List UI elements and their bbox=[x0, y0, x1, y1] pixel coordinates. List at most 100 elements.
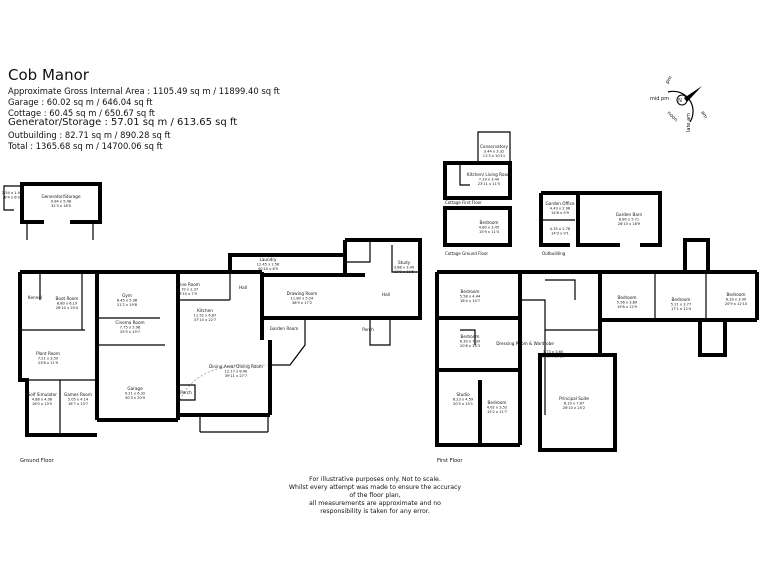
room-imperial: 25'5 x 19'7 bbox=[120, 330, 140, 334]
room-imperial: 20'9 x 12'10 bbox=[725, 302, 748, 306]
room-imperial: 12'9 x 11'5 bbox=[394, 270, 414, 274]
outbuilding-walls bbox=[539, 191, 662, 247]
room-imperial: 16'7 x 13'7 bbox=[68, 402, 88, 406]
room-name: Hall bbox=[382, 292, 390, 297]
room-metric: 6.45 x 5.98 bbox=[117, 299, 138, 303]
room-metric: 9.84 x 5.48 bbox=[51, 200, 72, 204]
disclaimer-line: Whilst every attempt was made to ensure … bbox=[288, 484, 462, 499]
room-imperial: 20'8 x 24'3 bbox=[460, 344, 480, 348]
generator-storage-walls bbox=[3, 182, 102, 240]
room-imperial: 20'5 x 15'1 bbox=[453, 402, 473, 406]
room-metric: 2.70 x 2.37 bbox=[178, 288, 198, 292]
room-name: Study bbox=[398, 260, 411, 265]
room-imperial: 38'9 x 17'2 bbox=[292, 301, 312, 305]
room-imperial: 11'3 x 10'11 bbox=[483, 154, 505, 158]
outbuilding-label: Outbuilding bbox=[542, 251, 566, 256]
disclaimer-line: all measurements are approximate and no bbox=[309, 500, 441, 507]
room-name: Boot Room bbox=[56, 296, 79, 301]
property-title: Cob Manor bbox=[8, 66, 89, 84]
room-imperial: 8'10 x 7'9 bbox=[179, 292, 198, 296]
room-imperial: 21'2 x 19'8 bbox=[117, 303, 138, 307]
room-metric: 7.21 x 3.59 bbox=[38, 357, 59, 361]
room-name: Porch bbox=[362, 327, 374, 332]
room-imperial: 28'10 x 20'4 bbox=[56, 306, 79, 310]
room-name: Hall bbox=[239, 285, 247, 290]
room-metric: 5.05 x 4.14 bbox=[68, 398, 89, 402]
room-metric: 12.17 x 8.40 bbox=[225, 370, 248, 374]
area-generator-storage: Generator/Storage : 57.01 sq m / 613.65 … bbox=[8, 117, 238, 128]
room-metric: 4.80 x 3.45 bbox=[479, 226, 499, 230]
compass: N pm mid pm noon late am am bbox=[650, 75, 708, 132]
room-imperial: 19'6 x 12'9 bbox=[617, 305, 638, 309]
room-name: Porch bbox=[180, 390, 192, 395]
room-name: Bedroom bbox=[461, 289, 480, 294]
room-metric: 6.30 x 7.39 bbox=[460, 340, 481, 344]
first-floor-label: First Floor bbox=[437, 458, 463, 464]
room-metric: 7.29 x 3.49 bbox=[479, 178, 500, 182]
room-metric: 6.33 x 3.90 bbox=[726, 298, 747, 302]
room-name: Bedroom bbox=[672, 297, 691, 302]
room-name: Garden Room bbox=[270, 326, 299, 331]
area-outbuilding: Outbuilding : 82.71 sq m / 890.28 sq ft bbox=[8, 130, 171, 140]
compass-pm: pm bbox=[665, 75, 674, 85]
disclaimer: For illustrative purposes only. Not to s… bbox=[285, 476, 465, 516]
room-imperial: 23'8 x 11'9 bbox=[38, 361, 59, 365]
room-name: Bedroom bbox=[480, 220, 499, 225]
room-metric: 3.44 x 3.32 bbox=[484, 150, 504, 154]
room-imperial: 14'6 x 9'9 bbox=[551, 211, 570, 215]
compass-noon: noon bbox=[666, 110, 679, 123]
room-metric: 4.62 x 3.52 bbox=[487, 406, 507, 410]
room-metric: 4.35 x 2.78 bbox=[550, 227, 571, 231]
compass-late-am: late am bbox=[686, 113, 692, 132]
area-gross: Approximate Gross Internal Area : 1105.4… bbox=[8, 86, 280, 96]
room-name: Games Room bbox=[64, 392, 92, 397]
room-metric: 8.80 x 6.19 bbox=[57, 302, 78, 306]
compass-needle-icon bbox=[684, 86, 702, 102]
room-metric: 5.58 x 4.44 bbox=[460, 295, 481, 299]
room-imperial: 32'3 x 18'0 bbox=[51, 204, 72, 208]
room-name: Kitchen bbox=[197, 308, 213, 313]
first-floor-walls bbox=[435, 238, 759, 452]
room-imperial: 18'4 x 14'7 bbox=[460, 299, 480, 303]
room-metric: 2.54 x 1.91 bbox=[2, 191, 22, 195]
room-imperial: 37'10 x 22'7 bbox=[194, 318, 216, 322]
cottage-walls bbox=[443, 131, 512, 247]
cottage-first-floor-label: Cottage First Floor bbox=[445, 200, 482, 205]
room-metric: 7.75 x 5.98 bbox=[120, 326, 141, 330]
room-imperial: 39'11 x 27'7 bbox=[225, 374, 247, 378]
room-name: Kennel bbox=[28, 295, 42, 300]
room-name: Kitchen/ Living Room bbox=[467, 172, 511, 177]
room-name: Laundry bbox=[259, 257, 277, 262]
room-imperial: 28'10 x 18'9 bbox=[618, 222, 641, 226]
room-name: Garage bbox=[127, 386, 143, 391]
disclaimer-line: For illustrative purposes only. Not to s… bbox=[309, 476, 441, 483]
area-garage: Garage : 60.02 sq m / 646.04 sq ft bbox=[8, 97, 153, 107]
ground-floor-walls bbox=[18, 238, 422, 437]
room-metric: 11.52 x 6.87 bbox=[194, 314, 217, 318]
compass-am: am bbox=[699, 110, 708, 120]
room-name: Garden Office bbox=[546, 201, 575, 206]
room-name: Gym bbox=[122, 293, 132, 298]
room-name: Dressing Room & Wardrobe bbox=[496, 341, 554, 346]
room-name: Golf Simulator bbox=[27, 392, 57, 397]
room-metric: 12.45 x 2.56 bbox=[257, 263, 280, 267]
room-metric: 5.96 x 3.89 bbox=[617, 301, 638, 305]
room-name: Bedroom bbox=[488, 400, 507, 405]
compass-mid-pm: mid pm bbox=[650, 96, 669, 102]
room-name: Wine Room bbox=[176, 282, 200, 287]
ground-floor-label: Ground Floor bbox=[20, 458, 55, 464]
room-name: Drawing Room bbox=[287, 291, 318, 296]
area-cottage: Cottage : 60.45 sq m / 650.67 sq ft bbox=[8, 108, 155, 118]
room-name: Dining Area/ Dining Room bbox=[209, 364, 263, 369]
room-imperial: 14'3 x 9'1 bbox=[551, 232, 569, 236]
room-metric: 9.21 x 6.32 bbox=[125, 392, 145, 396]
room-name: Bedroom bbox=[727, 292, 746, 297]
room-name: Garden Barn bbox=[616, 212, 643, 217]
room-imperial: 8'4 x 6'3 bbox=[4, 196, 20, 200]
compass-north: N bbox=[678, 98, 682, 104]
room-metric: 4.88 x 4.08 bbox=[32, 398, 53, 402]
room-metric: 8.80 x 5.71 bbox=[619, 218, 639, 222]
room-name: Cinema Room bbox=[115, 320, 144, 325]
